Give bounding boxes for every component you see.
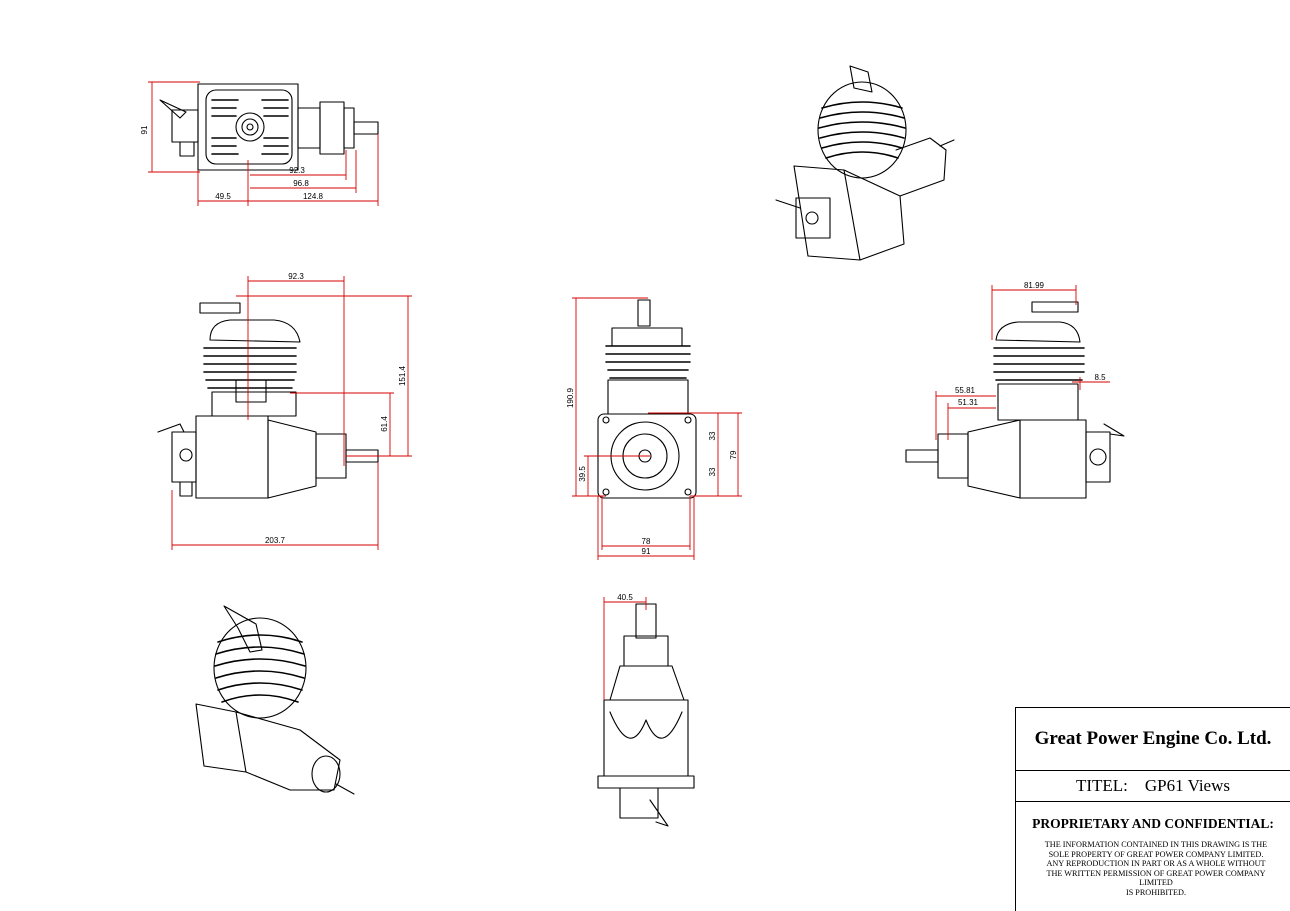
iso-view-top	[775, 65, 955, 261]
dim-side-shaft: 61.4	[380, 416, 389, 432]
notice-line: IS PROHIBITED.	[1125, 887, 1187, 897]
side-view-dimensions: 92.3 151.4 61.4 203.7	[171, 272, 412, 550]
notice-line: SOLE PROPERTY OF GREAT POWER COMPANY LIM…	[1048, 849, 1264, 859]
dim-front-outer: 91	[642, 547, 651, 556]
front-view	[597, 299, 697, 499]
bottom-view-dimensions: 40.5	[603, 593, 647, 700]
top-view-dimensions: 91 92.3 96.8 49.5 124.8	[140, 81, 379, 206]
notice-line: ANY REPRODUCTION IN PART OR AS A WHOLE W…	[1046, 859, 1266, 868]
company-name: Great Power Engine Co. Ltd.	[1016, 708, 1290, 771]
dim-top-d2: 96.8	[293, 179, 309, 188]
notice-line: LIMITED	[1139, 878, 1173, 887]
iso-view-bottom	[195, 605, 355, 795]
bottom-view	[597, 603, 695, 827]
title-block: Great Power Engine Co. Ltd. TITEL: GP61 …	[1015, 707, 1290, 911]
dim-top-d3: 49.5	[215, 192, 231, 201]
title-label: TITEL:	[1075, 776, 1128, 795]
dim-right-offset-a: 55.81	[955, 386, 976, 395]
notice-heading: PROPRIETARY AND CONFIDENTIAL:	[1032, 816, 1274, 831]
dim-right-top-width: 81.99	[1024, 281, 1045, 290]
title-value: GP61 Views	[1144, 776, 1230, 795]
notice-line: THE INFORMATION CONTAINED IN THIS DRAWIN…	[1044, 840, 1268, 849]
right-view-dimensions: 81.99 55.81 51.31 8.5	[935, 281, 1110, 440]
dim-front-upper: 33	[708, 431, 717, 440]
side-view	[157, 302, 379, 499]
dim-front-lower: 33	[708, 467, 717, 476]
notice-line: THE WRITTEN PERMISSION OF GREAT POWER CO…	[1046, 868, 1266, 878]
dim-top-d4: 124.8	[303, 192, 324, 201]
dim-right-offset-b: 51.31	[958, 398, 979, 407]
right-view	[905, 301, 1125, 499]
drawing-title: TITEL: GP61 Views	[1016, 771, 1290, 802]
notice-body: THE INFORMATION CONTAINED IN THIS DRAWIN…	[1028, 840, 1284, 897]
dim-front-height: 190.9	[566, 387, 575, 408]
dim-side-length: 203.7	[265, 536, 286, 545]
dim-front-mount: 79	[729, 450, 738, 459]
dim-side-top-width: 92.3	[288, 272, 304, 281]
top-view	[159, 83, 379, 171]
dim-front-inner: 78	[642, 537, 651, 546]
dim-front-base: 39.5	[578, 466, 587, 482]
front-view-dimensions: 190.9 39.5 33 33 79 78 91	[566, 297, 742, 560]
dim-side-height: 151.4	[398, 365, 407, 386]
dim-bottom-offset: 40.5	[617, 593, 633, 602]
dim-top-d1: 92.3	[289, 166, 305, 175]
dim-right-small: 8.5	[1094, 373, 1106, 382]
dim-top-height: 91	[140, 125, 149, 134]
